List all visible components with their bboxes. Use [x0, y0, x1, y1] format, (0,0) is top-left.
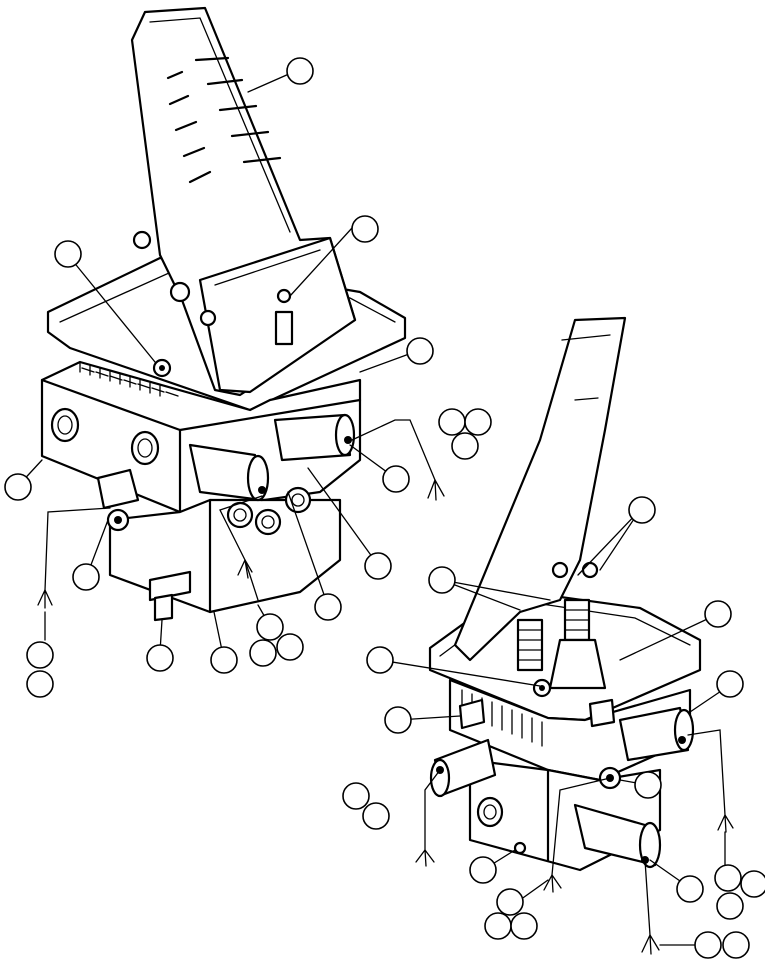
left-solenoid-rear [273, 413, 356, 462]
left-wire-3 [351, 419, 436, 481]
right-solenoid-left [429, 698, 497, 798]
left-block-hatching [79, 361, 179, 397]
right-wire-3 [687, 729, 726, 816]
right-solenoid-right [588, 698, 695, 762]
left-wire-2 [219, 495, 263, 601]
right-spring-right [548, 598, 607, 690]
right-port-1 [476, 796, 504, 828]
left-valve-block-lower [108, 498, 342, 614]
right-leader-lines [379, 509, 731, 946]
left-pedal-valve-assembly [17, 6, 445, 661]
left-wire-1 [44, 507, 111, 591]
right-foot-pedal [453, 316, 627, 698]
left-port-2 [130, 430, 160, 466]
right-solenoid-front [573, 766, 662, 869]
right-pedal-valve-assembly [379, 316, 734, 955]
right-wire-1 [424, 769, 441, 851]
callout-circles [4, 57, 765, 959]
right-wire-2 [551, 777, 611, 876]
left-lower-port-3 [284, 486, 312, 514]
left-port-1 [50, 407, 80, 443]
left-bottom-fitting [148, 570, 192, 622]
left-lower-port-2 [254, 508, 282, 536]
left-solenoid-front [188, 443, 270, 502]
right-spring-left [516, 618, 544, 672]
left-foot-pedal [130, 6, 357, 397]
right-wire-4 [644, 859, 651, 936]
